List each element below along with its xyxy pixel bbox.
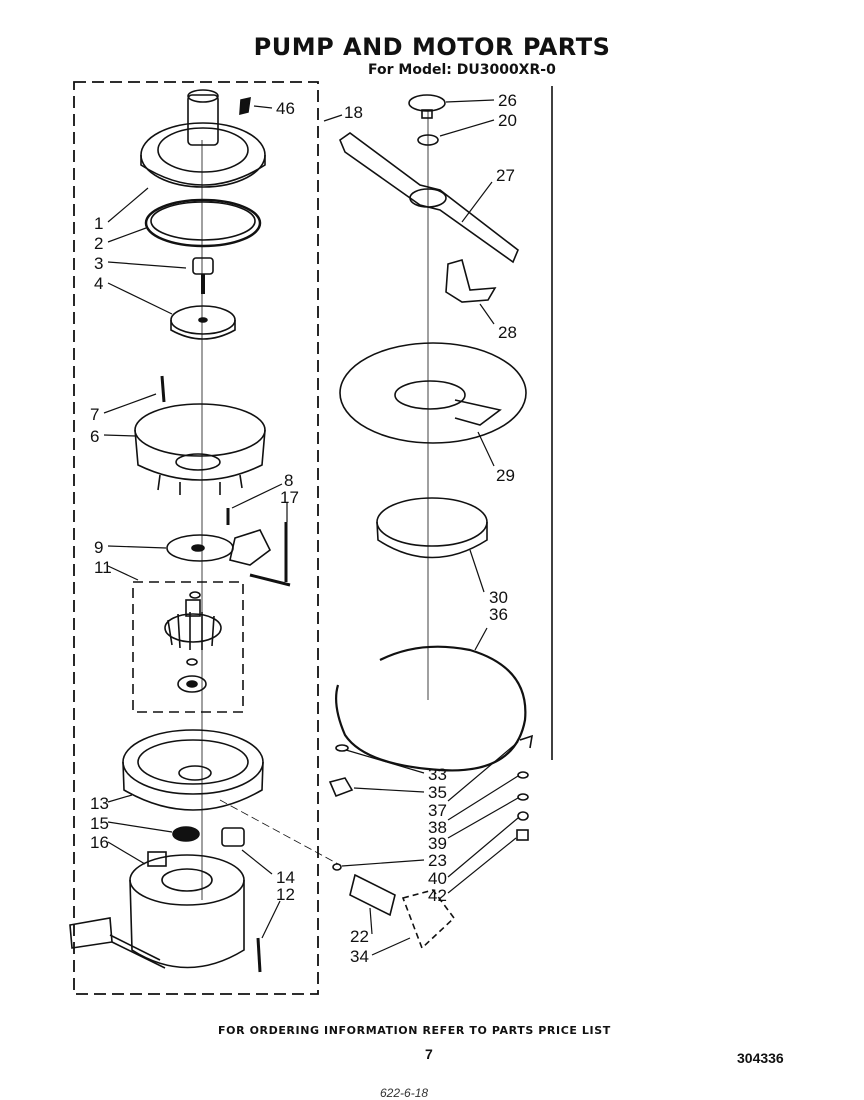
washer-part bbox=[417, 134, 439, 146]
part-label: 11 bbox=[94, 558, 112, 577]
part-label: 6 bbox=[90, 427, 99, 446]
part-label: 15 bbox=[90, 814, 109, 833]
part-label: 42 bbox=[428, 886, 447, 905]
part-label: 40 bbox=[428, 869, 447, 888]
part-label: 4 bbox=[94, 274, 103, 293]
grommet-part bbox=[221, 827, 245, 847]
part-label: 8 bbox=[284, 471, 293, 490]
heater-clip-part bbox=[328, 777, 354, 798]
part-label: 26 bbox=[498, 91, 517, 110]
part-label: 29 bbox=[496, 466, 515, 485]
motor-screw-part bbox=[256, 937, 262, 973]
separator-plate-part bbox=[166, 529, 291, 587]
part-label: 38 bbox=[428, 818, 447, 837]
part-label: 18 bbox=[344, 103, 363, 122]
spray-arm-cap-part bbox=[408, 94, 446, 119]
part-label: 12 bbox=[276, 885, 295, 904]
part-label: 14 bbox=[276, 868, 295, 887]
ordering-note: FOR ORDERING INFORMATION REFER TO PARTS … bbox=[218, 1024, 611, 1037]
part-label: 34 bbox=[350, 947, 369, 966]
part-label: 9 bbox=[94, 538, 103, 557]
part-label: 1 bbox=[94, 214, 103, 233]
part-label: 3 bbox=[94, 254, 103, 273]
document-number: 304336 bbox=[737, 1050, 784, 1066]
part-label: 27 bbox=[496, 166, 515, 185]
part-label: 20 bbox=[498, 111, 517, 130]
pump-housing-part bbox=[134, 403, 266, 495]
inlet-valve-part bbox=[219, 799, 396, 917]
part-label: 36 bbox=[489, 605, 508, 624]
impeller-subassembly-boundary bbox=[132, 581, 244, 713]
filter-screen-part bbox=[339, 342, 527, 444]
seal-ring-part bbox=[144, 198, 262, 248]
shaft-seal-part bbox=[172, 826, 200, 842]
heater-washer-part bbox=[335, 744, 349, 752]
leader-lines bbox=[103, 99, 519, 956]
part-label: 23 bbox=[428, 851, 447, 870]
part-label: 7 bbox=[90, 405, 99, 424]
part-number-labels: 46 18 1 2 3 4 7 6 8 17 9 11 13 15 16 14 … bbox=[90, 91, 517, 966]
motor-part bbox=[69, 851, 245, 969]
part-label: 13 bbox=[90, 794, 109, 813]
motor-mount-part bbox=[122, 729, 264, 811]
inlet-o-ring-part bbox=[332, 863, 342, 871]
screw-part bbox=[160, 375, 166, 403]
part-label: 22 bbox=[350, 927, 369, 946]
heating-element-part bbox=[335, 645, 527, 772]
part-label: 30 bbox=[489, 588, 508, 607]
hardware-stack-part bbox=[516, 734, 534, 841]
part-label: 35 bbox=[428, 783, 447, 802]
page-number: 7 bbox=[425, 1046, 433, 1062]
handwritten-note: 622-6-18 bbox=[380, 1086, 429, 1100]
part-label: 28 bbox=[498, 323, 517, 342]
model-subtitle: For Model: DU3000XR-0 bbox=[368, 62, 556, 78]
part-label: 16 bbox=[90, 833, 109, 852]
pump-assembly-boundary bbox=[73, 81, 319, 995]
part-label: 37 bbox=[428, 801, 447, 820]
filter-ring-part bbox=[376, 497, 488, 559]
deflector-part bbox=[445, 259, 497, 303]
chopper-disc-part bbox=[170, 305, 236, 340]
part-label: 2 bbox=[94, 234, 103, 253]
bracket-subassembly-boundary bbox=[401, 889, 456, 950]
part-label: 46 bbox=[276, 99, 295, 118]
part-label: 39 bbox=[428, 834, 447, 853]
impeller-nut-part bbox=[192, 257, 214, 294]
lower-spray-arm-part bbox=[339, 132, 519, 264]
part-label: 33 bbox=[428, 765, 447, 784]
clip-part bbox=[239, 96, 251, 116]
pump-cover-part bbox=[140, 89, 266, 188]
impeller-part bbox=[164, 591, 222, 693]
part-label: 17 bbox=[280, 488, 299, 507]
page-title: PUMP AND MOTOR PARTS bbox=[253, 33, 611, 61]
